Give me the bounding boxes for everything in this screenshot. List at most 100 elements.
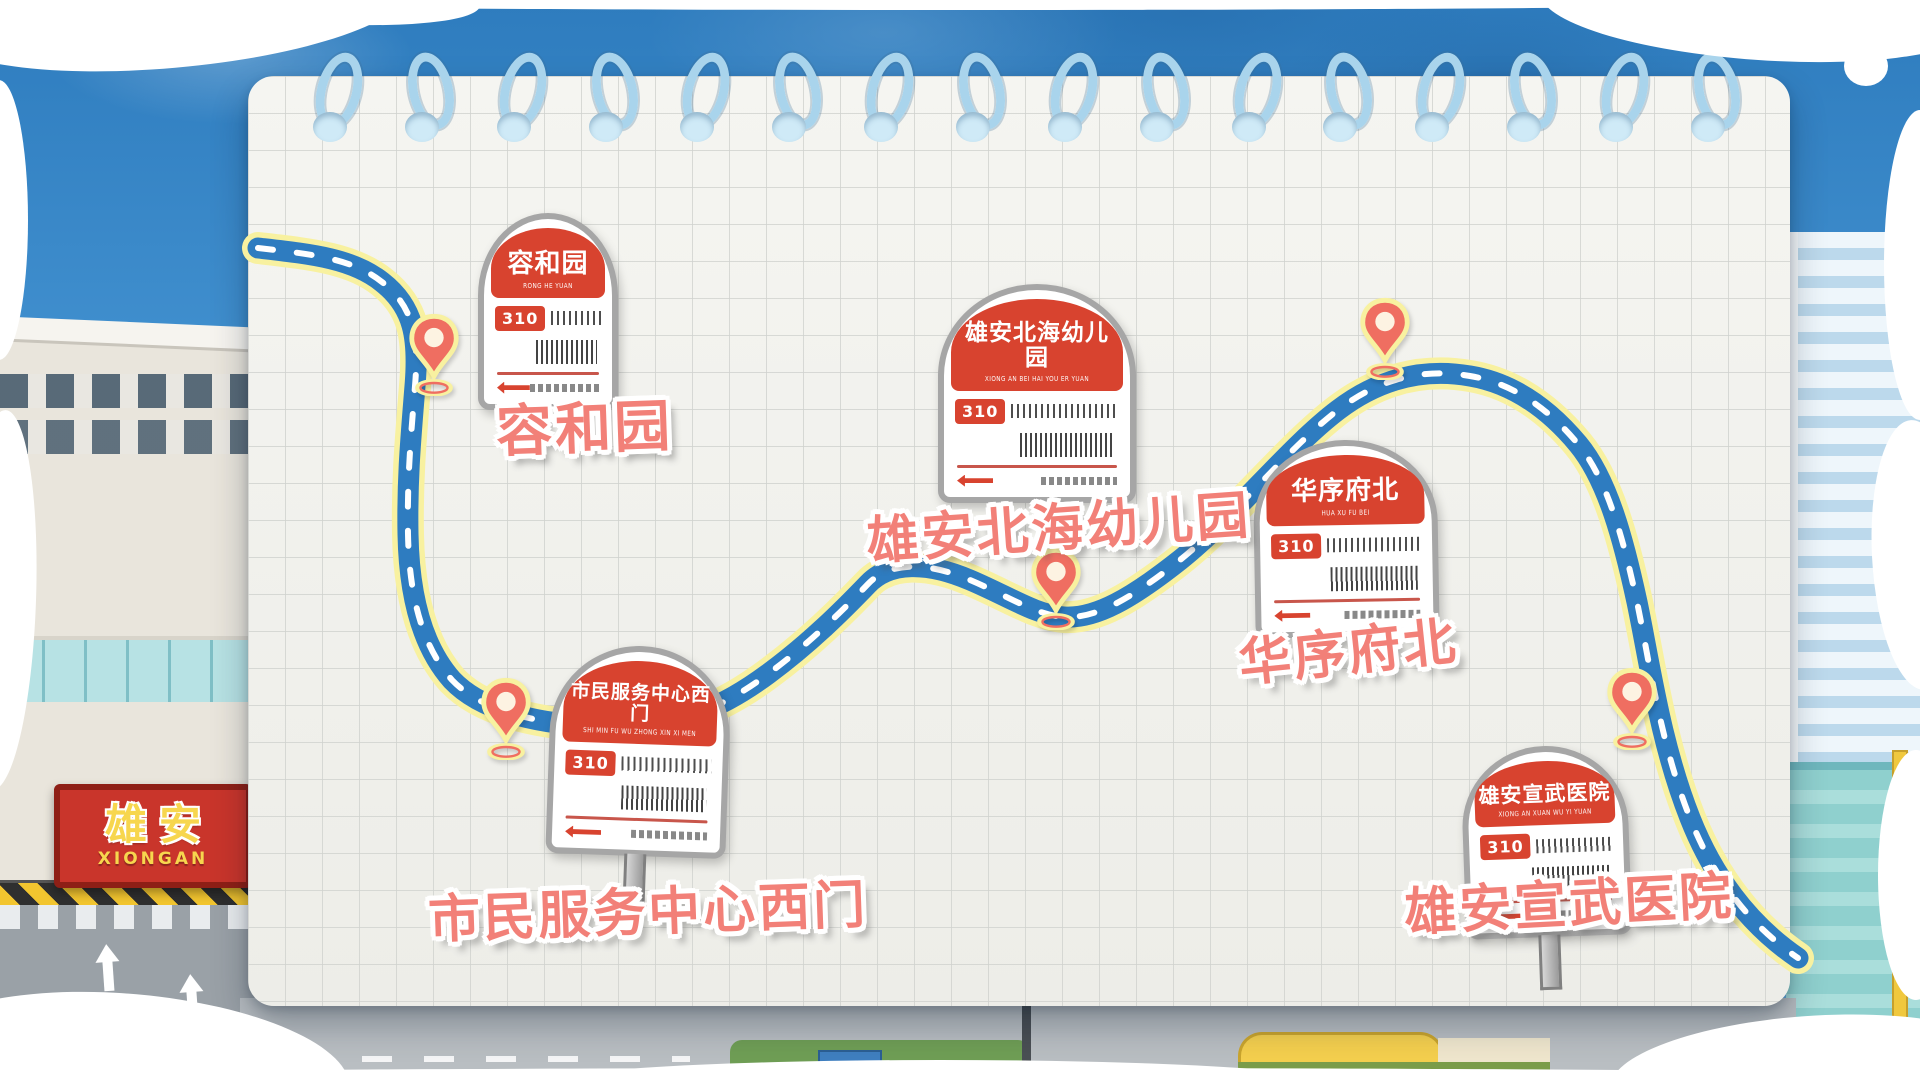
crosswalk-stripes	[0, 905, 258, 929]
binder-hole	[404, 112, 439, 142]
binding-row	[306, 47, 1747, 150]
paint-blob	[178, 0, 482, 32]
sign-stop-name: 华序府北	[1290, 475, 1400, 507]
sign-board: 市民服务中心西门 SHI MIN FU WU ZHONG XIN XI MEN …	[545, 642, 733, 859]
route-number-badge: 310	[955, 398, 1006, 424]
binder-ring	[1500, 48, 1563, 150]
binder-ring	[1133, 48, 1196, 150]
binder-hole	[1415, 112, 1450, 142]
binder-ring	[490, 47, 554, 150]
sign-header: 雄安宣武医院 XIONG AN XUAN WU YI YUAN	[1473, 758, 1616, 828]
binder-ring	[857, 47, 921, 150]
bus-stop-sign-beihai: 雄安北海幼儿园 XIONG AN BEI HAI YOU ER YUAN 310	[938, 284, 1136, 503]
binder-ring-loop	[1687, 48, 1747, 134]
binder-hole	[680, 112, 715, 142]
binder-hole	[1047, 112, 1082, 142]
sign-stop-name: 雄安北海幼儿园	[965, 320, 1109, 372]
paint-blob	[1536, 0, 1920, 76]
binder-ring	[398, 48, 461, 150]
left-building-windows	[0, 420, 258, 454]
binder-ring	[1592, 47, 1656, 150]
road-arrow-icon	[94, 943, 122, 997]
binder-ring	[673, 47, 738, 150]
sign-header: 容和园 RONG HE YUAN	[491, 228, 605, 298]
sign-header: 雄安北海幼儿园 XIONG AN BEI HAI YOU ER YUAN	[951, 299, 1123, 391]
xiongan-entrance-sign: 雄安 XIONGAN	[54, 784, 252, 888]
stop-label-ronghe: 容和园	[495, 393, 675, 466]
barcode-decoration	[1019, 432, 1115, 457]
road-arrow-icon	[178, 973, 206, 1027]
sign-board: 雄安北海幼儿园 XIONG AN BEI HAI YOU ER YUAN 310	[938, 284, 1136, 503]
xiongan-sign-chinese: 雄安	[104, 799, 213, 849]
map-pin-shimin	[477, 676, 535, 761]
binder-hole	[956, 112, 991, 142]
binder-hole	[1599, 112, 1634, 142]
fine-print-decoration	[630, 829, 708, 841]
binder-hole	[772, 112, 807, 142]
sign-divider	[957, 464, 1117, 468]
binder-hole	[1231, 112, 1266, 142]
sign-stop-pinyin: SHI MIN FU WU ZHONG XIN XI MEN	[582, 725, 697, 738]
binder-ring-loop	[491, 47, 554, 135]
binder-ring-loop	[768, 48, 828, 134]
sign-stop-pinyin: RONG HE YUAN	[523, 281, 573, 290]
map-pin-icon	[1607, 667, 1657, 751]
binder-ring-loop	[1136, 48, 1196, 134]
barcode-decoration	[1330, 565, 1418, 591]
binder-ring-loop	[1319, 48, 1380, 134]
right-building	[1786, 232, 1920, 1080]
sign-stop-pinyin: XIONG AN BEI HAI YOU ER YUAN	[984, 374, 1090, 383]
stop-label-shimin: 市民服务中心西门	[427, 875, 870, 951]
sign-header: 华序府北 HUA XU FU BEI	[1265, 453, 1425, 526]
left-road	[0, 905, 258, 1080]
map-pin-icon	[481, 677, 531, 761]
binder-hole	[1507, 112, 1542, 142]
sign-stop-pinyin: XIONG AN XUAN WU YI YUAN	[1498, 807, 1592, 819]
binder-ring-loop	[1410, 47, 1473, 135]
red-arrow-icon	[565, 825, 601, 838]
sign-stop-name: 容和园	[507, 249, 589, 279]
map-pin-icon	[1360, 297, 1410, 381]
left-building-glass-band	[0, 636, 258, 702]
binder-ring-loop	[859, 47, 921, 135]
binder-hole	[588, 112, 623, 142]
binder-ring	[1225, 47, 1289, 150]
sign-divider	[565, 815, 708, 824]
binder-ring	[765, 48, 828, 150]
map-pin-xuanwu	[1603, 666, 1661, 751]
binder-ring-loop	[1043, 47, 1105, 135]
binder-ring-loop	[675, 47, 738, 135]
lane-markings	[300, 1056, 690, 1062]
sign-stop-pinyin: HUA XU FU BEI	[1321, 508, 1370, 518]
binder-hole	[1139, 112, 1174, 142]
binder-ring-loop	[1503, 48, 1563, 134]
sign-header: 市民服务中心西门 SHI MIN FU WU ZHONG XIN XI MEN	[562, 658, 720, 747]
red-arrow-icon	[957, 474, 993, 487]
binder-ring-loop	[952, 48, 1012, 134]
binder-hole	[496, 112, 531, 142]
sign-divider	[1274, 597, 1421, 603]
barcode-decoration	[1327, 536, 1422, 553]
barcode-decoration	[621, 785, 707, 813]
binder-ring-loop	[401, 48, 461, 134]
binder-ring	[582, 48, 645, 150]
xiongan-sign-pinyin: XIONGAN	[97, 848, 209, 869]
left-building	[0, 316, 267, 880]
binder-ring-loop	[308, 47, 370, 135]
binder-ring	[1408, 47, 1473, 150]
street-bin	[818, 1050, 882, 1080]
binder-ring-loop	[1226, 47, 1289, 135]
map-pin-icon	[409, 313, 459, 397]
route-number-badge: 310	[565, 749, 617, 776]
map-pin-ronghe	[405, 312, 463, 397]
left-building-windows	[0, 374, 258, 408]
sign-body: 310	[951, 391, 1123, 491]
binder-ring	[306, 47, 370, 150]
left-building-roof	[0, 316, 267, 350]
binder-ring	[949, 48, 1012, 150]
barcode-decoration	[551, 311, 601, 326]
sign-stop-name: 雄安宣武医院	[1478, 779, 1611, 809]
barcode-decoration	[621, 756, 712, 774]
sign-divider	[497, 371, 599, 375]
